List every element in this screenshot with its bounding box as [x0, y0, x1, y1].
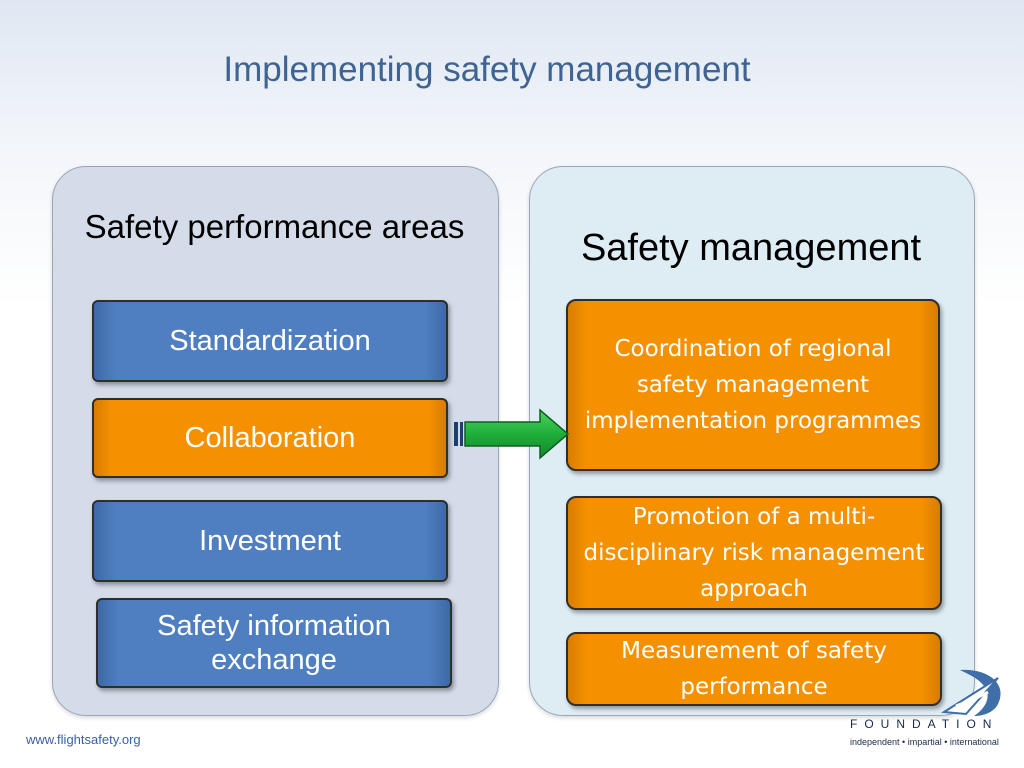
- mgmt-risk-approach: Promotion of a multi-disciplinary risk m…: [566, 496, 942, 610]
- area-collaboration: Collaboration: [92, 398, 448, 478]
- area-safety-information-exchange: Safety information exchange: [96, 598, 452, 688]
- mgmt-label: Coordination of regional safety manageme…: [584, 336, 922, 434]
- mgmt-measurement: Measurement of safety performance: [566, 632, 942, 706]
- mgmt-label: Promotion of a multi-disciplinary risk m…: [583, 504, 925, 602]
- area-label: Safety information exchange: [157, 610, 391, 676]
- area-label: Investment: [199, 525, 341, 557]
- mgmt-label: Measurement of safety performance: [621, 638, 887, 700]
- logo-tagline: independent • impartial • international: [850, 737, 999, 747]
- area-investment: Investment: [92, 500, 448, 582]
- footer-url-link[interactable]: www.flightsafety.org: [26, 732, 141, 747]
- slide-title: Implementing safety management: [223, 50, 751, 89]
- area-standardization: Standardization: [92, 300, 448, 382]
- logo-wordmark: FOUNDATION: [850, 717, 999, 731]
- mgmt-coordination-programmes: Coordination of regional safety manageme…: [566, 299, 940, 471]
- right-panel-title: Safety management: [580, 227, 922, 269]
- plane-swoosh-icon: [940, 669, 1001, 716]
- area-label: Standardization: [169, 325, 371, 357]
- area-label: Collaboration: [184, 422, 356, 454]
- left-panel-title: Safety performance areas: [84, 208, 465, 245]
- arrow-right-icon: [454, 408, 570, 460]
